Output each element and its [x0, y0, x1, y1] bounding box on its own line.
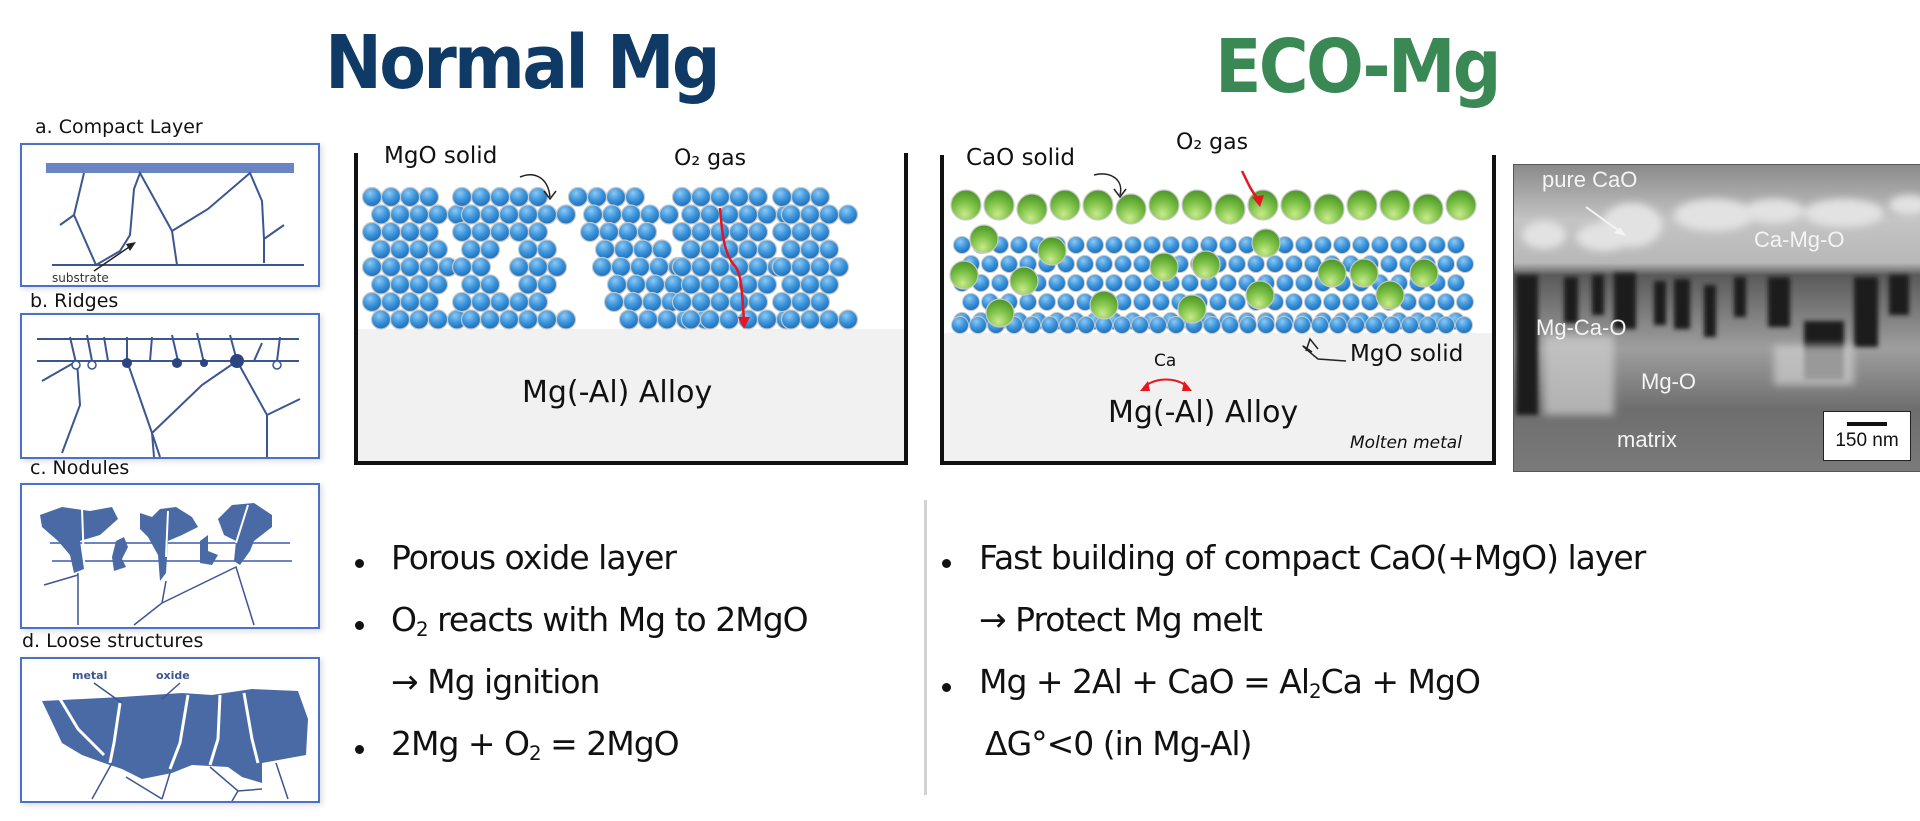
pure-cao-label: pure CaO [1542, 167, 1638, 192]
normal-mg-title: Normal Mg [325, 20, 721, 106]
o2-gas-label: O₂ gas [1176, 130, 1249, 155]
nodules-illustration [40, 503, 292, 626]
eco-bullet-2: Mg + 2Al + CaO = Al2Ca + MgO [979, 662, 1481, 703]
normal-bullet-1: Porous oxide layer [391, 538, 677, 577]
mgo-spheres [361, 186, 859, 330]
panel-d-label: d. Loose structures [22, 630, 204, 652]
mgo-pointer-icon [1305, 337, 1319, 352]
o2-gas-label: O₂ gas [674, 146, 747, 171]
molten-metal-label: Molten metal [1350, 433, 1462, 453]
eco-mg-title: ECO-Mg [1215, 24, 1502, 110]
alloy-label: Mg(-Al) Alloy [1108, 395, 1299, 430]
ca-exchange-arrow-left-icon [1140, 381, 1150, 391]
panel-b-label: b. Ridges [30, 290, 119, 312]
eco-bullet-2-continuation: ΔG°<0 (in Mg-Al) [985, 724, 1252, 763]
o2-arrow-icon [1252, 195, 1264, 207]
bullet-dot [355, 745, 364, 754]
bullet-dot [942, 683, 951, 692]
mg-o-label: Mg-O [1641, 369, 1696, 394]
column-divider [924, 500, 927, 795]
alloy-label: Mg(-Al) Alloy [522, 375, 713, 410]
ridges-illustration [37, 332, 301, 457]
ca-exchange-arrow-right-icon [1182, 381, 1192, 391]
eco-mg-oxide-diagram [944, 170, 1492, 461]
ca-mg-o-label: Ca-Mg-O [1754, 227, 1845, 252]
eco-mg-crucible: CaO solid O₂ gas MgO solid Ca Mg(-Al) Al… [940, 130, 1496, 465]
mgo-solid-label: MgO solid [384, 143, 498, 169]
substrate-label: substrate [52, 271, 109, 285]
tem-micrograph: pure CaO Ca-Mg-O Mg-Ca-O Mg-O matrix 150… [1513, 164, 1920, 472]
cao-solid-label: CaO solid [966, 145, 1076, 171]
normal-bullet-3: 2Mg + O2 = 2MgO [391, 724, 680, 765]
eco-bullet-1-continuation: → Protect Mg melt [979, 600, 1263, 639]
mgo-solid-label: MgO solid [1350, 341, 1464, 367]
loose-structures-illustration: metal oxide [42, 669, 308, 801]
bullet-dot [355, 559, 364, 568]
cao-spheres [949, 189, 1477, 328]
panel-c-label: c. Nodules [30, 457, 130, 479]
metal-label: metal [72, 669, 107, 682]
panel-a-label: a. Compact Layer [35, 116, 203, 138]
bullet-dot [355, 621, 364, 630]
nodules-panel [20, 483, 320, 629]
cao-pointer-icon [1113, 188, 1127, 199]
o2-arrow-icon [738, 317, 750, 329]
compact-layer-panel: substrate [20, 143, 320, 287]
oxide-label: oxide [156, 669, 190, 682]
scale-bar-line [1847, 422, 1887, 426]
normal-bullet-2-continuation: → Mg ignition [391, 662, 600, 701]
eco-bullet-1: Fast building of compact CaO(+MgO) layer [979, 538, 1646, 577]
matrix-label: matrix [1617, 427, 1677, 452]
normal-bullet-2: O2 reacts with Mg to 2MgO [391, 600, 809, 641]
compact-layer-illustration: substrate [46, 163, 304, 285]
mgo-pointer-icon [543, 190, 557, 201]
scale-bar: 150 nm [1823, 411, 1911, 461]
ridges-panel [20, 313, 320, 459]
normal-mg-crucible: MgO solid O₂ gas Mg(-Al) Alloy [354, 143, 908, 465]
normal-mg-oxide-diagram [358, 174, 904, 461]
mg-ca-o-label: Mg-Ca-O [1536, 315, 1627, 340]
scale-bar-label: 150 nm [1835, 430, 1899, 451]
bullet-dot [942, 559, 951, 568]
ca-label: Ca [1154, 351, 1177, 371]
pointer-arrow-icon [1585, 206, 1626, 236]
loose-structures-panel: metal oxide [20, 657, 320, 803]
